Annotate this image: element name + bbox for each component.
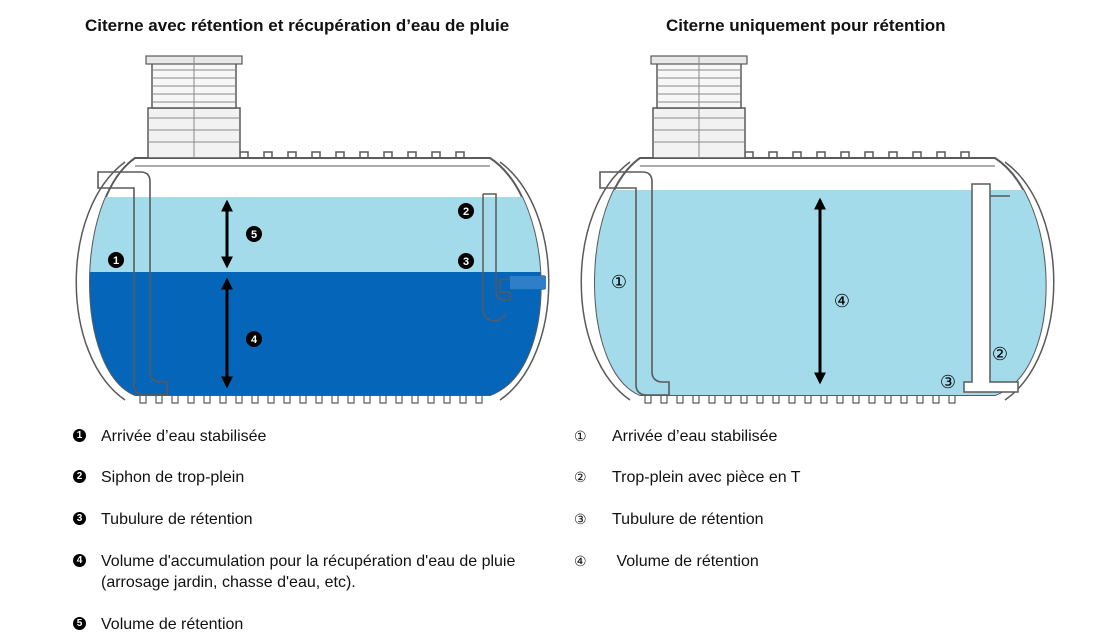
left-siphon: [482, 193, 545, 322]
left-marker-5: 5: [246, 226, 262, 242]
right-diagram-title: Citerne uniquement pour rétention: [666, 16, 946, 35]
legend-marker: 4: [73, 554, 86, 567]
left-dome: [145, 55, 243, 159]
legend-text: Arrivée d’eau stabilisée: [101, 428, 267, 445]
right-top-ribs: [744, 151, 970, 158]
svg-text:5: 5: [251, 229, 257, 241]
left-marker-2: 2: [458, 203, 474, 219]
legend-marker: ③: [574, 511, 587, 527]
right-marker-3: ③: [940, 372, 956, 393]
legend-marker: 1: [73, 429, 86, 442]
legend-text: Trop-plein avec pièce en T: [612, 469, 801, 486]
legend-text: Siphon de trop-plein: [101, 469, 245, 486]
right-marker-2: ②: [992, 344, 1008, 365]
right-water-light: [595, 190, 1046, 395]
legend-marker: 5: [73, 617, 86, 630]
legend-marker: 3: [73, 512, 86, 525]
right-inlet-pipe: [599, 171, 670, 396]
left-marker-1: 1: [108, 252, 124, 268]
right-marker-4: ④: [834, 291, 850, 312]
left-bottom-ribs: [139, 395, 483, 404]
svg-text:2: 2: [463, 206, 469, 218]
left-water-light: [90, 197, 541, 272]
left-water-dark: [90, 272, 541, 395]
left-marker-3: 3: [458, 253, 474, 269]
legend-marker: 2: [73, 470, 86, 483]
legend-text: Arrivée d’eau stabilisée: [612, 428, 778, 445]
right-marker-1: ①: [611, 272, 627, 293]
legend-marker: ②: [574, 469, 587, 485]
legend-text: Tubulure de rétention: [101, 511, 253, 528]
right-dome: [650, 55, 748, 159]
right-tank: ① ② ③ ④: [580, 55, 1055, 404]
right-bottom-ribs: [644, 395, 956, 404]
legend-text: Volume de rétention: [612, 553, 759, 570]
legend-text: Volume de rétention: [101, 616, 244, 633]
svg-text:4: 4: [251, 334, 258, 346]
left-top-ribs: [239, 151, 465, 158]
legend-text: Volume d'accumulation pour la récupérati…: [101, 553, 516, 591]
legend-marker: ④: [574, 553, 587, 569]
svg-text:1: 1: [113, 255, 119, 267]
left-marker-4: 4: [246, 331, 262, 347]
legend-text: Tubulure de rétention: [612, 511, 764, 528]
left-retention-outlet: [510, 276, 546, 289]
legend-marker: ①: [574, 428, 587, 444]
left-tank: 1 2 3 4 5: [75, 55, 550, 404]
left-inlet-pipe: [97, 171, 168, 396]
svg-text:3: 3: [463, 256, 469, 268]
right-t-overflow: [963, 183, 1019, 393]
left-diagram-title: Citerne avec rétention et récupération d…: [85, 16, 510, 35]
